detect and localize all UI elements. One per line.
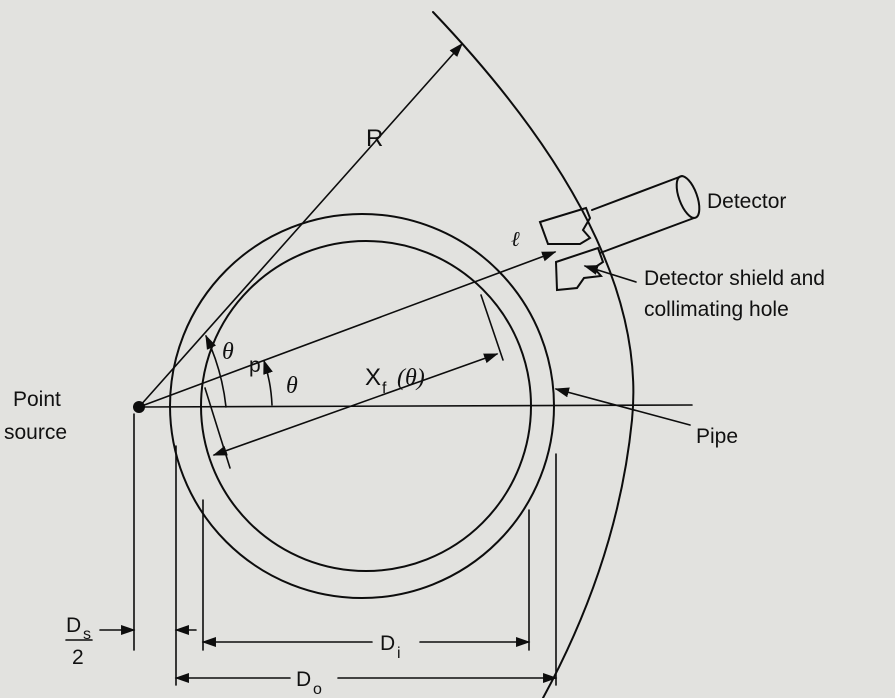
label-ell: ℓ [511,227,520,251]
label-xf-sub: f [382,380,387,397]
horizontal-axis-line [138,404,693,408]
theta-p-angle-arc [205,334,227,408]
label-ds-den: 2 [72,646,84,669]
label-r: R [366,125,383,152]
detector-shield-lower [554,246,605,292]
xf-dimension-line [212,353,499,456]
label-theta-p-sub: p [249,354,261,377]
ray-to-detector-line [138,251,557,408]
theta-angle-arc [263,359,273,406]
shield-pointer-arrow [583,265,637,283]
label-do: D [296,668,311,691]
detector-end-cap [675,175,701,219]
xf-dimension-extension-right [480,294,504,361]
label-di-sub: i [397,645,401,662]
detector-arc [432,11,635,698]
detector-shield-upper [538,206,592,245]
label-shield-line2: collimating hole [644,298,789,321]
label-theta-p: θ [222,339,234,365]
label-ds: D [66,614,81,637]
label-detector: Detector [707,190,786,213]
label-shield-line1: Detector shield and [644,267,825,290]
label-pipe: Pipe [696,425,738,448]
label-di: D [380,632,395,655]
label-do-sub: o [313,681,322,698]
radius-r-line [138,42,463,408]
label-point-line1: Point [13,388,61,411]
label-xf-arg: (θ) [397,365,425,391]
pipe-pointer-arrow [554,387,691,426]
detector-body [591,175,695,254]
label-ds-sub: s [83,626,91,643]
label-xf: X [365,364,381,391]
label-point-line2: source [4,421,67,444]
label-theta: θ [286,373,298,399]
